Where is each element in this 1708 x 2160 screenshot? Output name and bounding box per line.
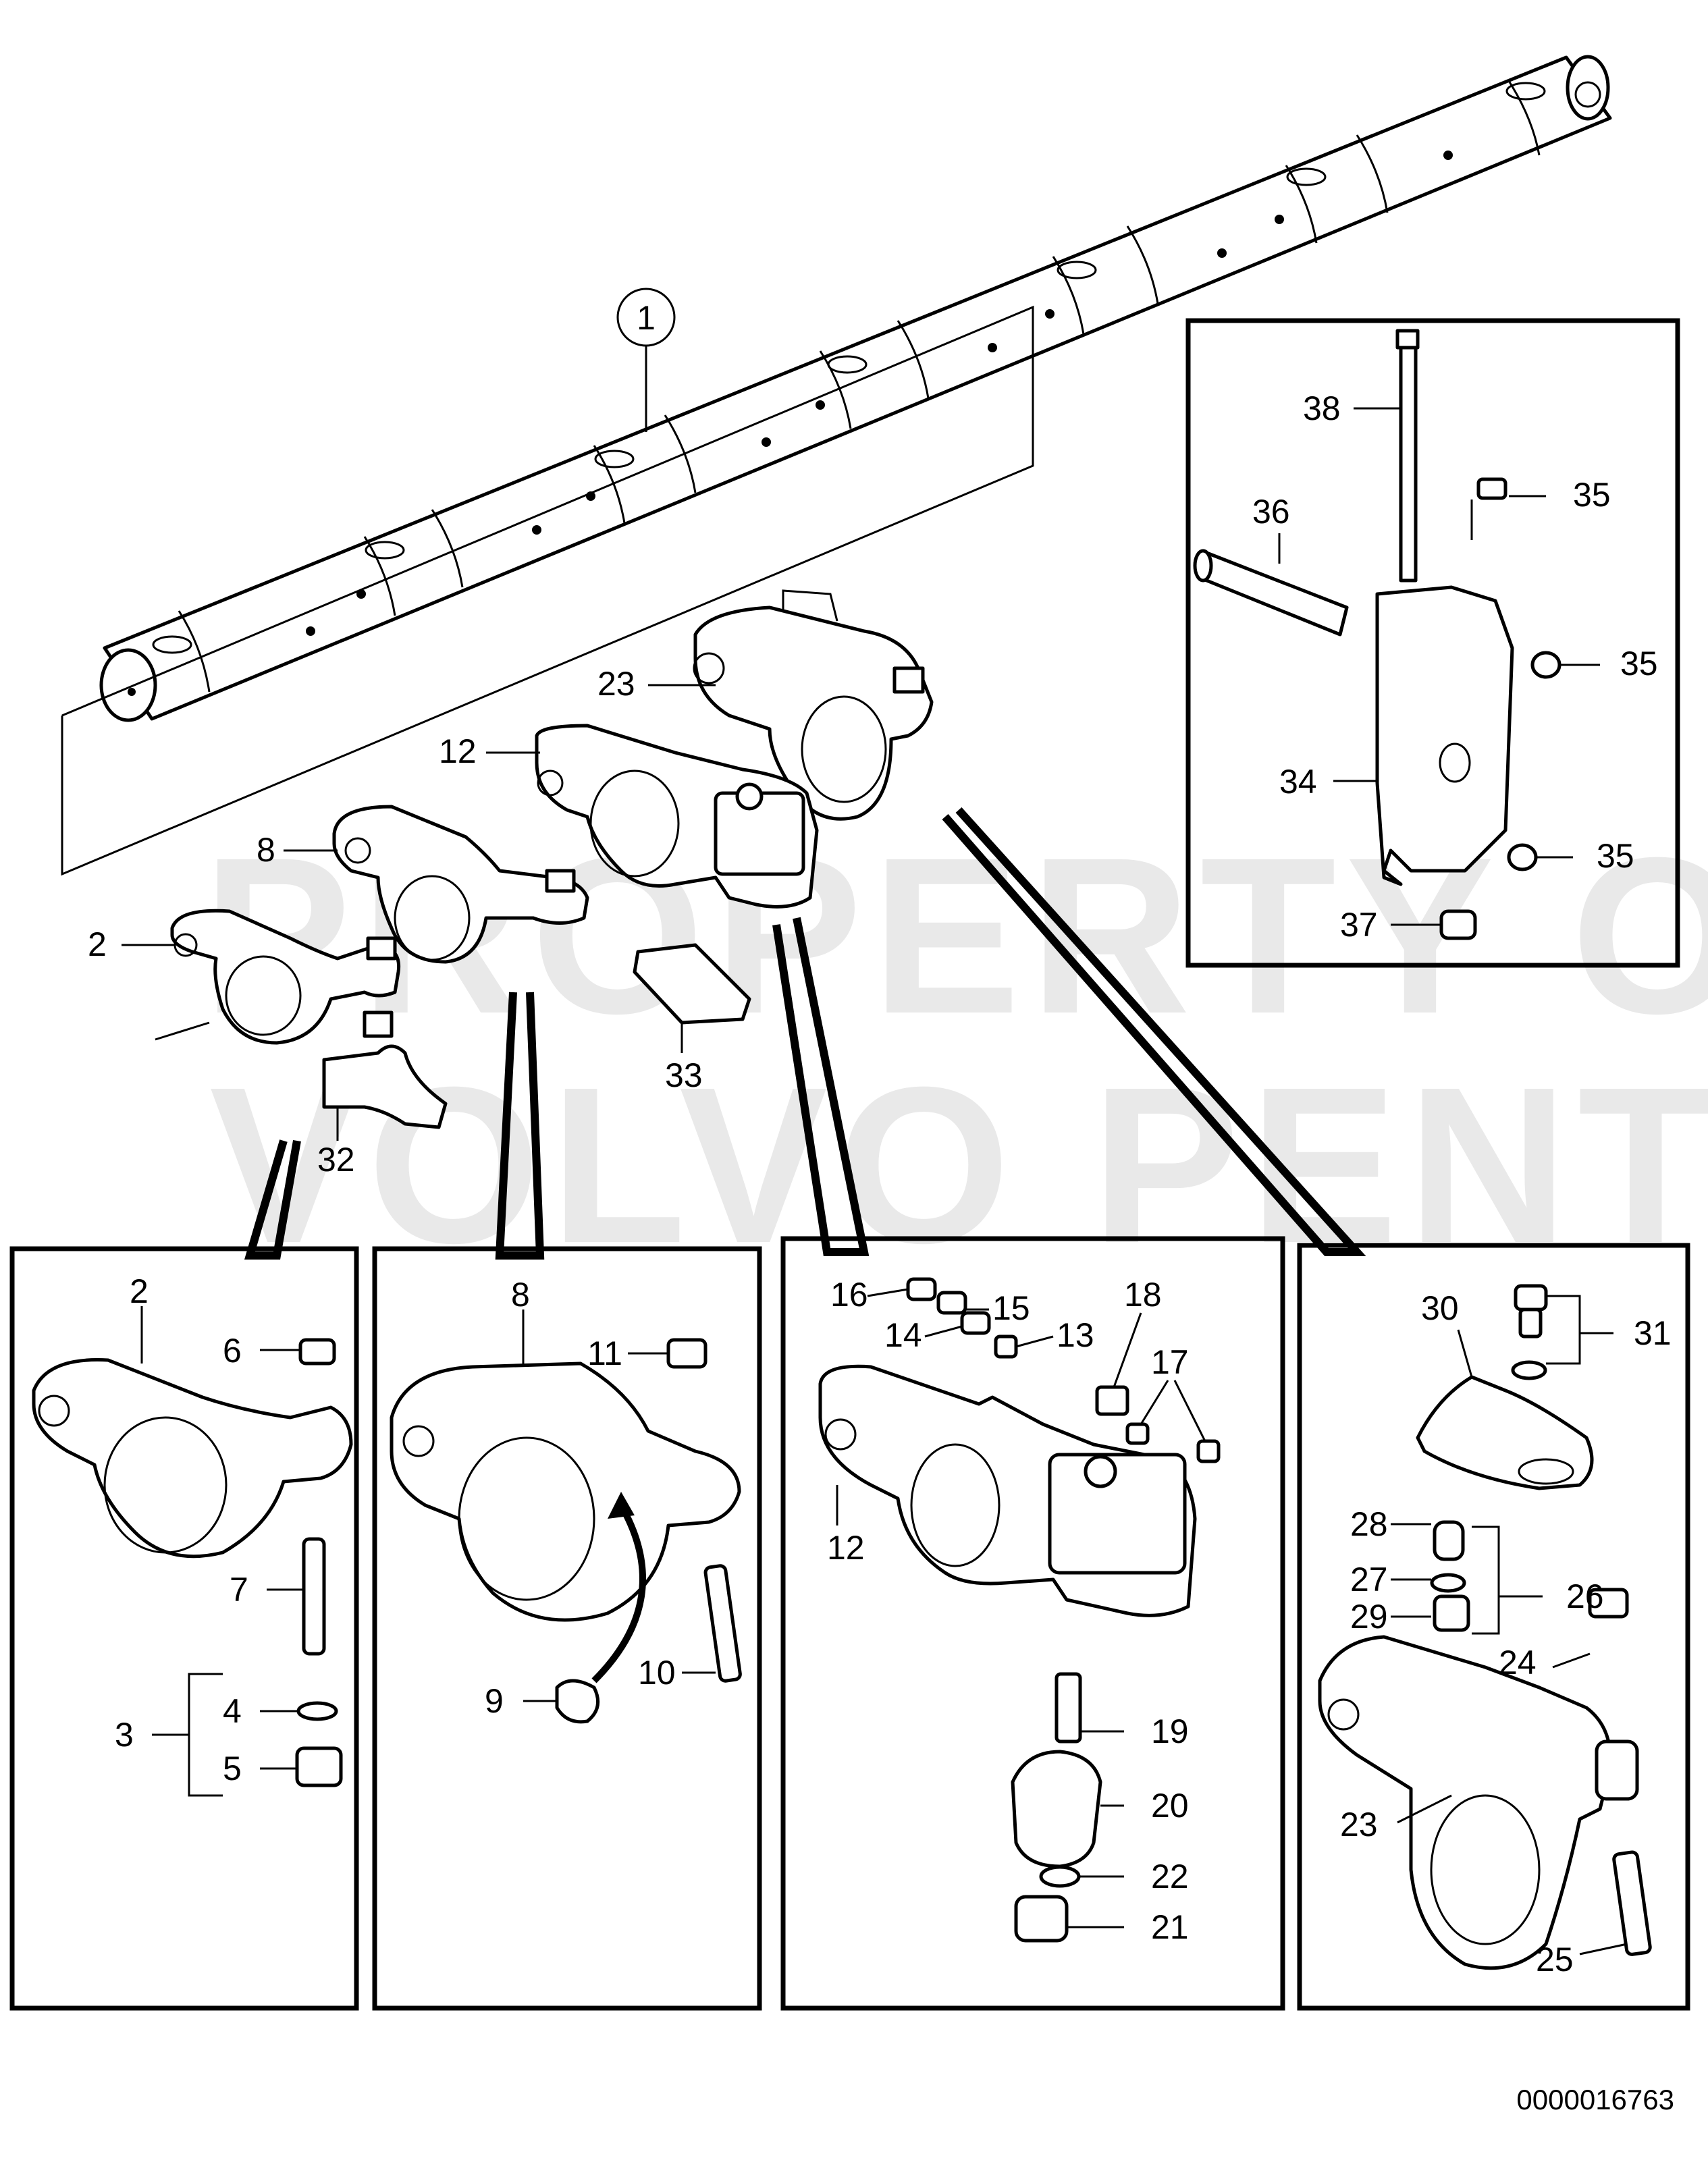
label-2-main: 2 <box>88 925 107 963</box>
label-13: 13 <box>1057 1316 1094 1354</box>
label-24: 24 <box>1499 1644 1537 1681</box>
label-3: 3 <box>115 1716 134 1754</box>
inset-pointers <box>244 807 1366 1260</box>
inset-bracket-parts <box>1193 329 1562 940</box>
inset-rocker-2-parts <box>32 1338 353 1787</box>
label-29: 29 <box>1350 1598 1388 1636</box>
rocker-arm-12-main <box>535 724 819 909</box>
label-1: 1 <box>637 299 656 337</box>
label-36: 36 <box>1252 493 1290 531</box>
inset-rocker-23-box <box>1297 1243 1690 2011</box>
shaft-oil-holes <box>306 151 1453 636</box>
callout-1: 1 <box>616 288 676 432</box>
spacer-32 <box>322 1044 448 1129</box>
label-2-inset: 2 <box>130 1272 149 1310</box>
document-number: 0000016763 <box>1516 2084 1674 2115</box>
inset-rocker-12-box <box>780 1236 1285 2011</box>
label-15: 15 <box>992 1289 1030 1327</box>
label-27: 27 <box>1350 1561 1388 1598</box>
label-12-main: 12 <box>439 732 477 770</box>
inset-rocker-8-box <box>372 1246 762 2011</box>
inset-rocker-23-parts <box>1318 1284 1652 1970</box>
label-21: 21 <box>1151 1908 1189 1946</box>
inset-rocker-2-box <box>9 1246 359 2011</box>
label-33: 33 <box>665 1056 703 1094</box>
label-37: 37 <box>1340 906 1378 944</box>
spacer-33 <box>633 943 751 1025</box>
label-35c: 35 <box>1597 837 1634 875</box>
label-35b: 35 <box>1620 645 1658 682</box>
label-32: 32 <box>317 1141 355 1179</box>
label-10: 10 <box>638 1654 676 1692</box>
shaft-flat-holes <box>152 82 1546 654</box>
label-6: 6 <box>223 1332 242 1370</box>
rocker-shaft <box>99 55 1612 722</box>
bracket-23-main <box>693 589 934 821</box>
label-20: 20 <box>1151 1787 1189 1825</box>
label-9: 9 <box>485 1682 504 1720</box>
label-8-main: 8 <box>257 831 275 869</box>
label-12-inset: 12 <box>827 1529 865 1567</box>
label-38: 38 <box>1303 389 1341 427</box>
assembly-outline <box>61 305 1034 876</box>
label-23-inset: 23 <box>1340 1806 1378 1843</box>
label-11: 11 <box>587 1334 622 1372</box>
inset-bracket-box <box>1185 318 1680 968</box>
watermark-line-2: VOLVO PENTA <box>209 1040 1708 1289</box>
inset-rocker-12-parts <box>818 1277 1221 1943</box>
inset-rocker-8-parts <box>390 1338 742 1724</box>
label-8-inset: 8 <box>511 1276 530 1314</box>
label-7: 7 <box>230 1571 248 1609</box>
label-22: 22 <box>1151 1858 1189 1895</box>
label-17: 17 <box>1151 1343 1189 1381</box>
rocker-arm-8-main <box>332 805 589 964</box>
label-4: 4 <box>223 1692 242 1730</box>
label-16: 16 <box>830 1276 868 1314</box>
label-25: 25 <box>1536 1941 1574 1978</box>
label-23-main: 23 <box>597 665 635 703</box>
rocker-arm-2-main <box>170 909 401 1045</box>
label-14: 14 <box>884 1316 922 1354</box>
label-26: 26 <box>1566 1577 1604 1615</box>
label-5: 5 <box>223 1750 242 1787</box>
label-19: 19 <box>1151 1712 1189 1750</box>
label-34: 34 <box>1279 763 1317 801</box>
label-18: 18 <box>1124 1276 1162 1314</box>
label-28: 28 <box>1350 1505 1388 1543</box>
label-31: 31 <box>1634 1314 1672 1352</box>
label-35a: 35 <box>1573 476 1611 514</box>
label-30: 30 <box>1421 1289 1459 1327</box>
